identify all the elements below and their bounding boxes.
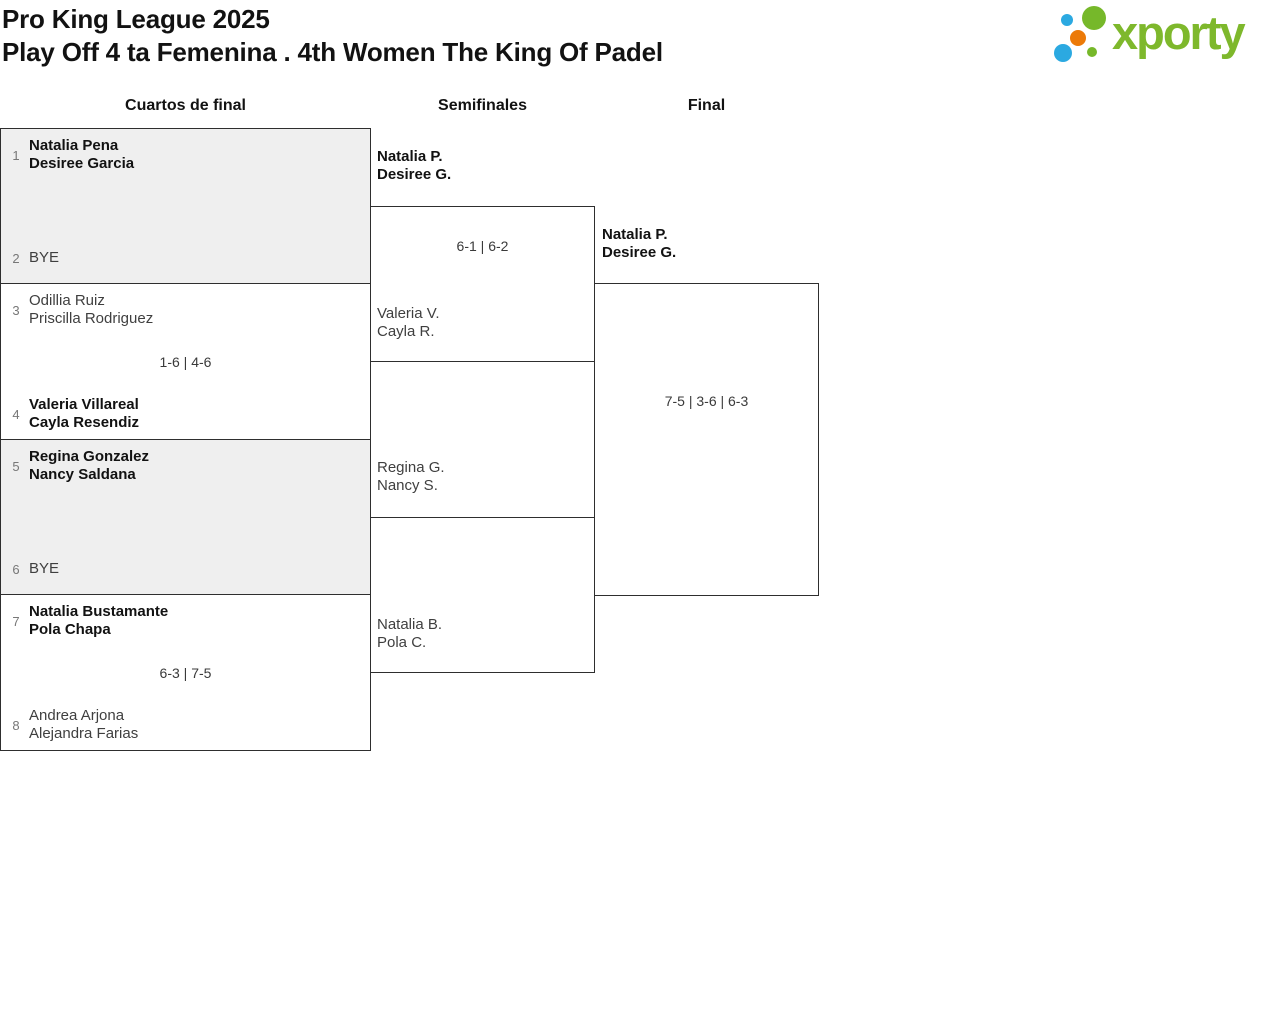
player-name: Cayla R. — [377, 323, 435, 340]
player-name: Valeria V. — [377, 305, 440, 322]
match-slot: 8 Andrea Arjona Alejandra Farias — [9, 706, 362, 744]
logo-dot-icon — [1070, 30, 1086, 46]
player-name: Cayla Resendiz — [29, 414, 140, 431]
player-name: Andrea Arjona — [29, 707, 125, 724]
round-header-final: Final — [687, 97, 726, 114]
logo-wordmark: xporty — [1112, 6, 1246, 59]
player-name: Nancy S. — [377, 477, 438, 494]
seed-number: 8 — [12, 717, 20, 733]
match-qf3[interactable]: 5 Regina Gonzalez Nancy Saldana 6 BYE — [0, 439, 371, 595]
sf2-bottom-team-label: Natalia B. Pola C. — [377, 616, 442, 652]
page-title: Pro King League 2025 Play Off 4 ta Femen… — [2, 3, 663, 69]
player-name: Regina G. — [377, 459, 445, 476]
bye-label: BYE — [29, 560, 60, 577]
logo-dot-icon — [1054, 44, 1072, 62]
team-names: Odillia Ruiz Priscilla Rodriguez — [29, 292, 153, 328]
page-title-line2: Play Off 4 ta Femenina . 4th Women The K… — [2, 37, 663, 67]
logo-dot-icon — [1082, 6, 1106, 30]
team-names: Valeria Villareal Cayla Resendiz — [29, 396, 139, 432]
player-name: Odillia Ruiz — [29, 292, 105, 309]
player-name: Desiree G. — [602, 244, 677, 261]
sf1-score: 6-1 | 6-2 — [456, 238, 509, 254]
sf1-top-team-label: Natalia P. Desiree G. — [377, 148, 451, 184]
seed-number: 5 — [12, 458, 20, 474]
qf2-score: 1-6 | 4-6 — [159, 354, 212, 370]
match-slot: 5 Regina Gonzalez Nancy Saldana — [9, 447, 362, 485]
player-name: Natalia Pena — [29, 137, 119, 154]
match-slot: 4 Valeria Villareal Cayla Resendiz — [9, 395, 362, 433]
player-name: Natalia P. — [602, 226, 668, 243]
seed-number: 4 — [12, 406, 20, 422]
seed-number: 6 — [12, 561, 20, 577]
team-names: Natalia Bustamante Pola Chapa — [29, 603, 168, 639]
team-names: Regina Gonzalez Nancy Saldana — [29, 448, 149, 484]
match-slot: 7 Natalia Bustamante Pola Chapa — [9, 602, 362, 640]
final-score: 7-5 | 3-6 | 6-3 — [664, 393, 749, 409]
page-title-line1: Pro King League 2025 — [2, 4, 270, 34]
player-name: Desiree Garcia — [29, 155, 135, 172]
player-name: Natalia P. — [377, 148, 443, 165]
match-slot: 6 BYE — [9, 550, 362, 588]
bye-label: BYE — [29, 249, 60, 266]
player-name: Valeria Villareal — [29, 396, 139, 413]
team-names: Natalia Pena Desiree Garcia — [29, 137, 134, 173]
qf4-score: 6-3 | 7-5 — [159, 665, 212, 681]
player-name: Natalia Bustamante — [29, 603, 169, 620]
seed-number: 3 — [12, 302, 20, 318]
match-slot: 1 Natalia Pena Desiree Garcia — [9, 136, 362, 174]
seed-number: 1 — [12, 147, 20, 163]
match-qf1[interactable]: 1 Natalia Pena Desiree Garcia 2 BYE — [0, 128, 371, 284]
logo-dot-icon — [1087, 47, 1097, 57]
match-qf2[interactable]: 3 Odillia Ruiz Priscilla Rodriguez 4 Val… — [0, 283, 371, 440]
round-header-quarterfinals: Cuartos de final — [125, 97, 246, 114]
sf2-top-team-label: Regina G. Nancy S. — [377, 459, 445, 495]
match-final-box[interactable] — [594, 283, 819, 596]
final-top-team-label: Natalia P. Desiree G. — [602, 226, 676, 262]
xporty-logo[interactable]: xporty — [1050, 0, 1276, 78]
player-name: Natalia B. — [377, 616, 443, 633]
seed-number: 2 — [12, 250, 20, 266]
player-name: Pola Chapa — [29, 621, 111, 638]
player-name: Regina Gonzalez — [29, 448, 150, 465]
player-name: Desiree G. — [377, 166, 452, 183]
sf1-bottom-team-label: Valeria V. Cayla R. — [377, 305, 440, 341]
round-header-semifinals: Semifinales — [438, 97, 527, 114]
player-name: Priscilla Rodriguez — [29, 310, 154, 327]
team-names: Andrea Arjona Alejandra Farias — [29, 707, 138, 743]
player-name: Alejandra Farias — [29, 725, 139, 742]
seed-number: 7 — [12, 613, 20, 629]
logo-dot-icon — [1061, 14, 1073, 26]
match-slot: 3 Odillia Ruiz Priscilla Rodriguez — [9, 291, 362, 329]
player-name: Pola C. — [377, 634, 427, 651]
player-name: Nancy Saldana — [29, 466, 136, 483]
team-names: BYE — [29, 560, 59, 578]
match-slot: 2 BYE — [9, 239, 362, 277]
team-names: BYE — [29, 249, 59, 267]
match-qf4[interactable]: 7 Natalia Bustamante Pola Chapa 8 Andrea… — [0, 594, 371, 751]
